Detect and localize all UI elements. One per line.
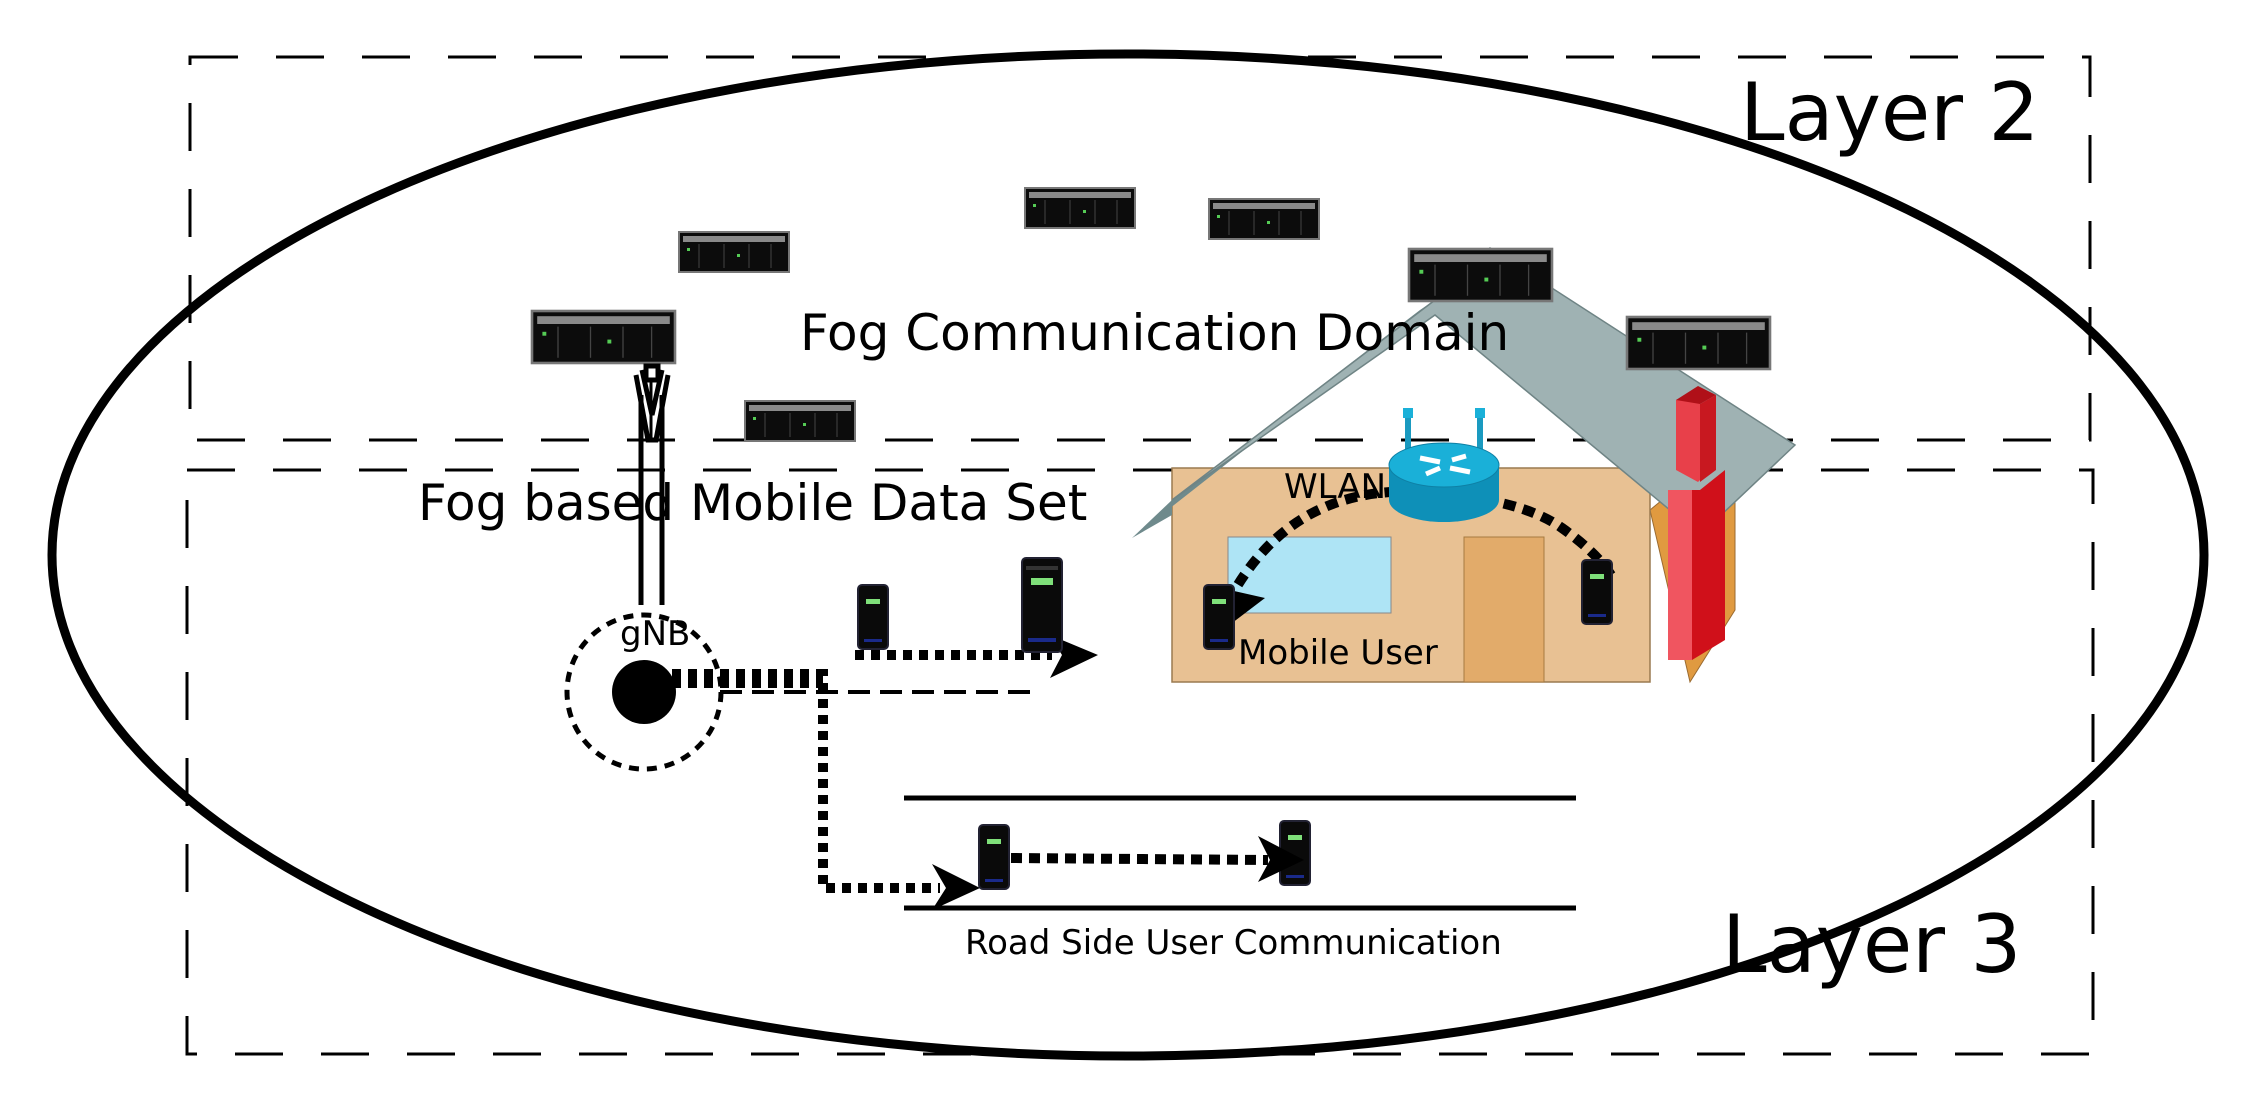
fog-ellipse bbox=[47, 49, 2209, 1061]
gnb-links bbox=[672, 650, 1052, 893]
fog-communication-domain-title: Fog Communication Domain bbox=[800, 304, 1509, 362]
server-device-icon bbox=[1021, 557, 1063, 653]
wlan-router-icon bbox=[1388, 408, 1500, 522]
gnb-node bbox=[612, 660, 676, 724]
arrowhead bbox=[1258, 836, 1304, 882]
chimney bbox=[1668, 386, 1725, 660]
server-rack-icon bbox=[1024, 187, 1136, 229]
server-rack-icon bbox=[744, 400, 856, 442]
mobile-user-label: Mobile User bbox=[1238, 633, 1438, 673]
server-rack-icon bbox=[678, 231, 790, 273]
server-rack-icon bbox=[530, 309, 677, 365]
antenna-tower-icon bbox=[633, 363, 671, 605]
mobile-device-icon bbox=[1203, 584, 1235, 650]
house-icon bbox=[1132, 247, 1797, 684]
layer2-title: Layer 2 bbox=[1740, 66, 2039, 159]
mobile-device-icon bbox=[857, 584, 889, 650]
server-rack-icon bbox=[1625, 315, 1772, 371]
house-window bbox=[1227, 536, 1392, 614]
mobile-device-icon bbox=[978, 824, 1010, 890]
arrowhead bbox=[932, 864, 980, 910]
road-side-label: Road Side User Communication bbox=[965, 923, 1502, 963]
fog-mobile-data-set-title: Fog based Mobile Data Set bbox=[418, 474, 1087, 532]
wlan-arc bbox=[1223, 486, 1619, 605]
layer3-title: Layer 3 bbox=[1722, 898, 2021, 991]
server-rack-icon bbox=[1407, 247, 1554, 303]
wlan-label: WLAN bbox=[1284, 467, 1386, 507]
road-link bbox=[1010, 853, 1269, 865]
gnb-label: gNB bbox=[620, 614, 690, 654]
mobile-device-icon bbox=[1581, 559, 1613, 625]
server-rack-icon bbox=[1208, 198, 1320, 240]
house-door bbox=[1463, 536, 1545, 683]
